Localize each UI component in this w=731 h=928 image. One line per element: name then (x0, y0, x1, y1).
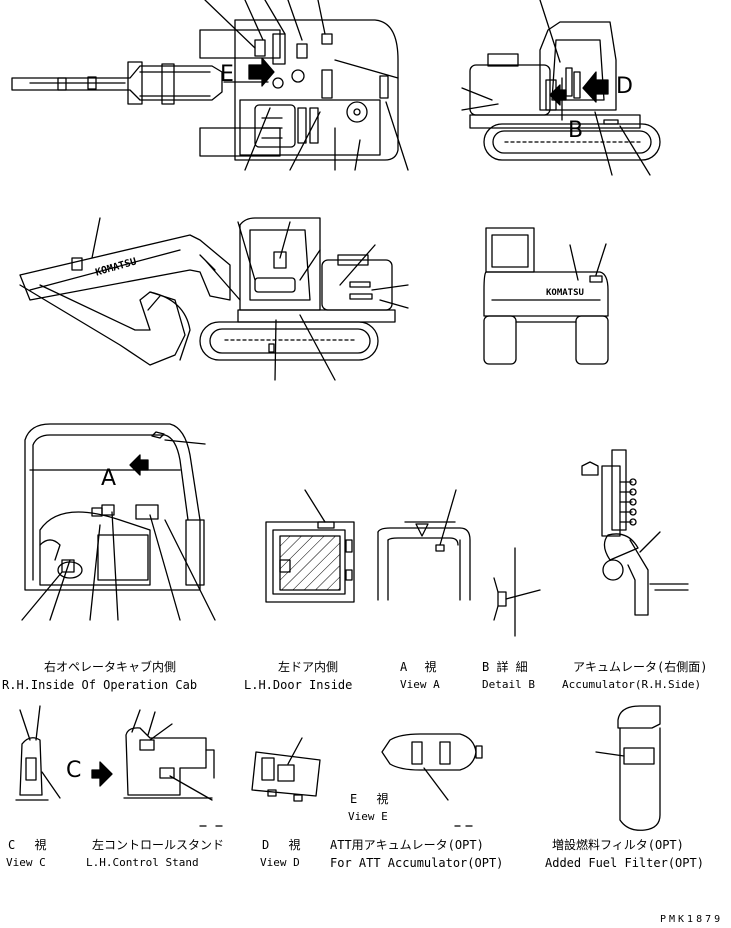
accumulator-rh-side-drawing (581, 449, 689, 616)
caption-en-att-accumulator: For ATT Accumulator(OPT) (330, 856, 504, 870)
lh-door-view (265, 489, 355, 603)
marker-a: A (101, 466, 117, 491)
excavator-rear-view (483, 227, 609, 365)
caption-en-accumulator: Accumulator(R.H.Side) (562, 678, 702, 691)
view-c-drawing (15, 705, 113, 801)
caption-en-door: L.H.Door Inside (244, 678, 353, 692)
caption-jp-control-stand: 左コントロールスタンド (92, 838, 225, 852)
drawing-code: PMK1879 (660, 914, 724, 925)
marker-e: E (220, 62, 234, 87)
lh-control-stand-drawing (123, 709, 215, 801)
cab-inside-view (21, 423, 216, 621)
view-e-arrow (248, 57, 275, 87)
caption-jp-view-a: A 視 (400, 660, 437, 674)
caption-en-cab: R.H.Inside Of Operation Cab (2, 678, 198, 692)
excavator-top-view (11, 0, 409, 171)
caption-jp-view-c: C 視 (8, 838, 47, 852)
caption-jp-view-e: E 視 (350, 792, 389, 806)
caption-en-fuel-filter: Added Fuel Filter(OPT) (545, 856, 704, 870)
att-accumulator-drawing (381, 733, 483, 801)
caption-jp-door: 左ドア内側 (278, 660, 339, 674)
brand-label-rear: KOMATSU (546, 288, 584, 298)
view-d-arrow (582, 71, 609, 103)
excavator-side-view-left (19, 217, 409, 381)
excavator-side-view-rear (461, 0, 661, 176)
detail-b-drawing (493, 547, 541, 637)
caption-en-view-c: View C (6, 856, 46, 869)
view-a-drawing (377, 489, 471, 601)
marker-b: B (568, 118, 584, 143)
caption-jp-att-accumulator: ATT用アキュムレータ(OPT) (330, 838, 484, 852)
added-fuel-filter-drawing (595, 705, 661, 831)
caption-en-view-d: View D (260, 856, 300, 869)
caption-jp-detail-b: B 詳 細 (482, 660, 528, 674)
marker-c: C (66, 758, 82, 783)
caption-en-detail-b: Detail B (482, 678, 535, 691)
view-d-drawing (251, 737, 321, 802)
caption-jp-view-d: D 視 (262, 838, 301, 852)
view-c-arrow (91, 761, 113, 787)
caption-en-control-stand: L.H.Control Stand (86, 856, 199, 869)
caption-jp-fuel-filter: 増設燃料フィルタ(OPT) (552, 838, 684, 852)
caption-en-view-e: View E (348, 810, 388, 823)
marker-d: D (616, 74, 633, 99)
view-a-arrow (129, 454, 149, 476)
caption-jp-accumulator: アキュムレータ(右側面) (573, 660, 708, 674)
caption-en-view-a: View A (400, 678, 440, 691)
caption-jp-cab: 右オペレータキャブ内側 (44, 660, 177, 674)
